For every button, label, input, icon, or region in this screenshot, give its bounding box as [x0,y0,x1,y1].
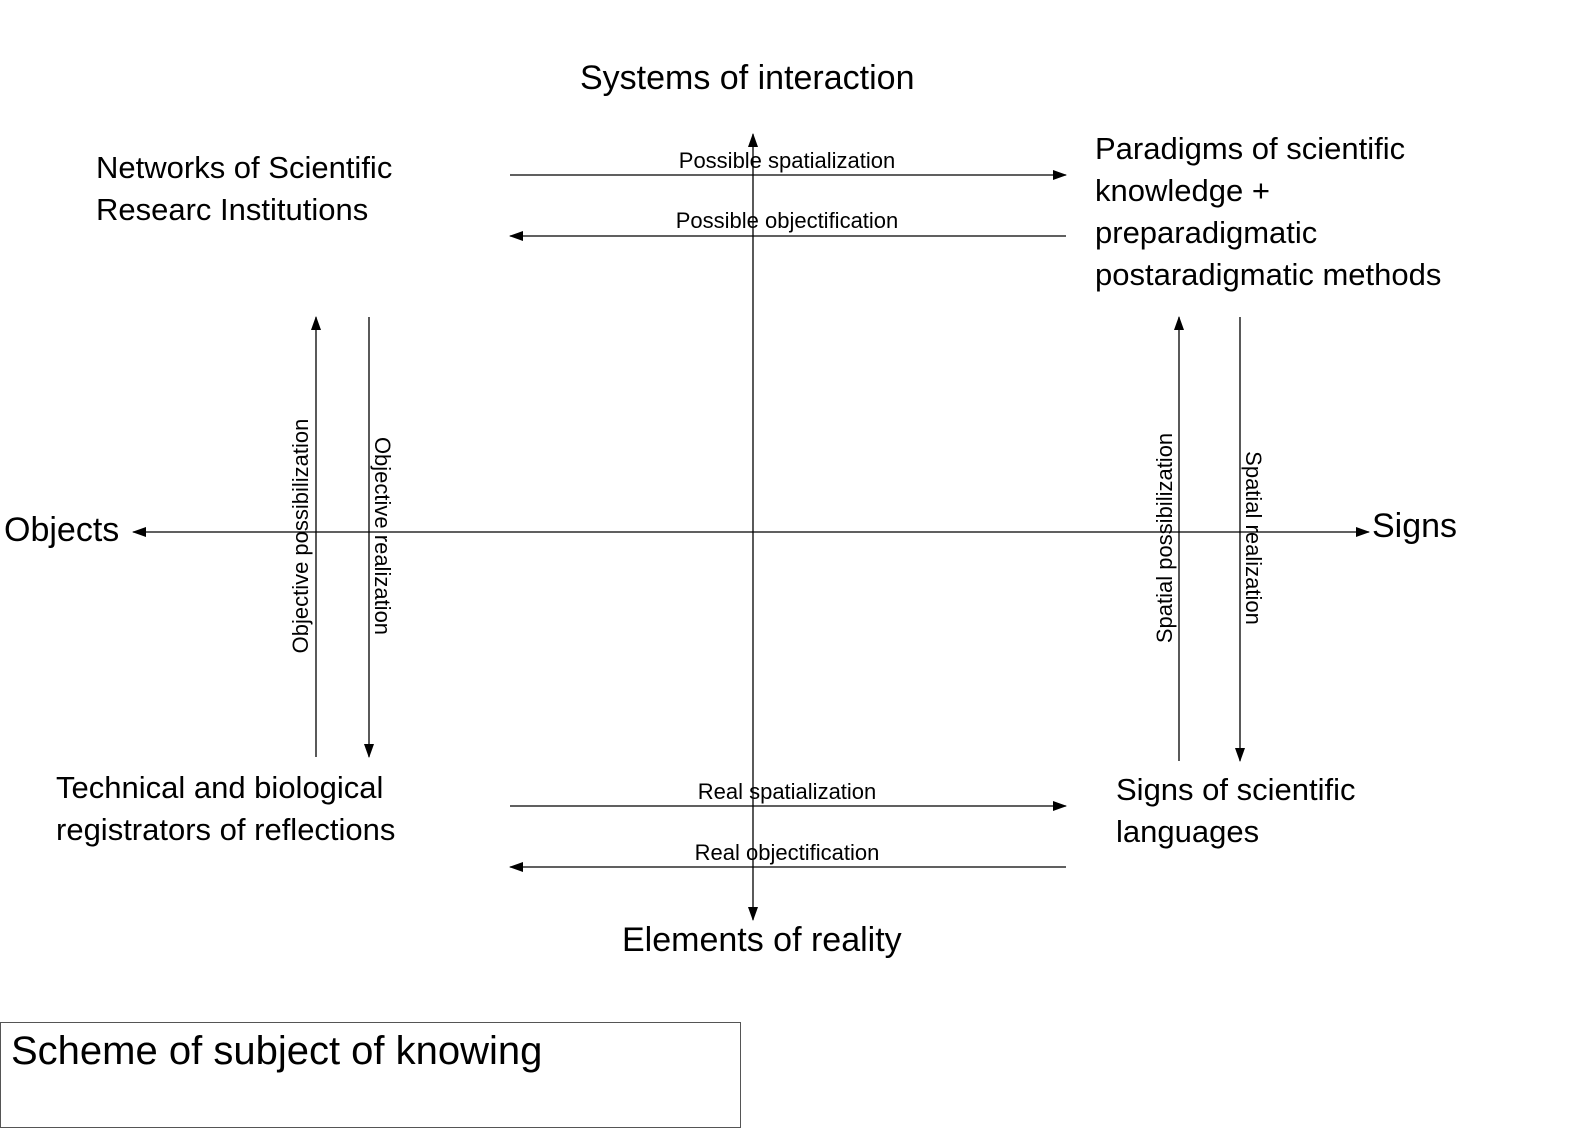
label-real-objectification: Real objectification [694,840,880,865]
label-possible-spatialization: Possible spatialization [678,148,896,173]
caption-text: Scheme of subject of knowing [11,1029,543,1073]
node-top-left: Networks of Scientific Researc Instituti… [96,150,393,227]
node-top-right: Paradigms of scientific knowledge + prep… [1095,131,1442,292]
label-real-spatialization: Real spatialization [697,779,877,804]
label-possible-objectification: Possible objectification [675,208,899,233]
axis-label-bottom: Elements of reality [622,921,902,959]
label-spatial-realization: Spatial realization [1241,451,1267,625]
node-bottom-left: Technical and biological registrators of… [56,770,396,847]
label-spatial-possibilization: Spatial possibilization [1151,432,1177,644]
node-bottom-right: Signs of scientific languages [1116,772,1356,849]
axis-label-left: Objects [4,511,120,549]
axis-label-right: Signs [1372,507,1458,545]
label-objective-realization: Objective realization [370,436,396,636]
label-objective-possibilization: Objective possibilization [287,418,313,654]
axis-label-top: Systems of interaction [580,59,915,97]
caption-box: Scheme of subject of knowing [0,1022,741,1128]
